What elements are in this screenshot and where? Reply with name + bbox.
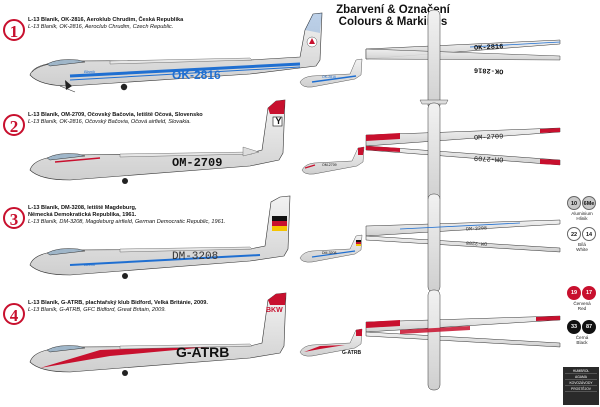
caption-2-cz: L-13 Blaník, OM-2709, Očovský Bačovia, l…: [28, 112, 203, 118]
top-view-4: [365, 289, 561, 391]
nose-label-1: Blaník: [84, 69, 96, 74]
caption-2: L-13 Blaník, OM-2709, Očovský Bačovia, l…: [28, 112, 203, 126]
scheme-number-1: 1: [3, 19, 25, 41]
caption-3-cz: L-13 Blaník, DM-3208, letiště Magdeburg,: [28, 205, 137, 211]
caption-4-en: L-13 Blaník, G-ATRB, GFC Bidford, Great …: [28, 307, 166, 313]
scheme-number-4: 4: [3, 303, 25, 325]
caption-1-en: L-13 Blaník, OK-2816, Aeroclub Chrudim, …: [28, 24, 174, 30]
publisher-line-1: HUMBROL: [565, 369, 597, 374]
caption-3-cz2: Německá Demokratická Republika, 1961.: [28, 212, 137, 218]
legend-chip-red: 19: [567, 286, 581, 300]
sheet-title: Zbarvení & Označení Colours & Markings: [318, 4, 468, 28]
top-view-2: [365, 102, 561, 204]
legend-chip-red-b: 17: [582, 286, 596, 300]
caption-1: L-13 Blaník, OK-2816, Aeroklub Chrudim, …: [28, 17, 183, 31]
caption-4-cz: L-13 Blaník, G-ATRB, plachtařský klub Bi…: [28, 300, 208, 306]
legend-chip-black-b: 87: [582, 320, 596, 334]
small-side-view-3: [299, 234, 363, 263]
small-side-view-4: [299, 328, 363, 357]
legend-chip-aluminium-b: 6Me: [582, 196, 596, 210]
caption-2-en: L-13 Blaník, OK-2816, Očovský Bačovia, O…: [28, 119, 191, 125]
small-reg-2: OM-2709: [322, 163, 337, 167]
scheme-number-2: 2: [3, 114, 25, 136]
publisher-logos: HUMBROL AGAMA KOVOZÁVODY PROSTĚJOV: [563, 367, 599, 405]
glider-4-side-view: [29, 292, 287, 376]
legend-chip-aluminium: 10: [567, 196, 581, 210]
title-czech: Zbarvení & Označení: [336, 4, 450, 16]
publisher-line-3: KOVOZÁVODY: [565, 381, 597, 386]
top-view-1: [365, 9, 561, 111]
title-english: Colours & Markings: [338, 16, 448, 28]
top-view-3-reg-upper: DM-3208: [465, 225, 488, 233]
top-view-3-reg-lower: DM-3208: [465, 239, 488, 247]
glider-3-side-view: [29, 195, 291, 279]
top-view-2-reg-upper: OM-2709: [473, 133, 504, 143]
caption-1-cz: L-13 Blaník, OK-2816, Aeroklub Chrudim, …: [28, 17, 184, 23]
caption-3-en: L-13 Blaník, DM-3208, Magdeburg airfield…: [28, 219, 226, 225]
registration-2: OM-2709: [172, 156, 223, 170]
fin-text-4: BKW: [266, 307, 283, 314]
top-view-1-reg-lower: OK-2816: [473, 65, 504, 75]
small-reg-3: DM-3208: [322, 251, 337, 255]
publisher-line-4: PROSTĚJOV: [565, 387, 597, 392]
small-side-view-2: [301, 146, 365, 175]
nose-label-3: Blaník: [84, 262, 96, 267]
top-view-1-reg-upper: OK-2816: [473, 43, 504, 53]
glider-1-side-view: [29, 12, 323, 93]
fin-letter-2: Y: [275, 116, 282, 126]
small-reg-4: G-ATRB: [342, 350, 362, 356]
registration-1: OK-2816: [172, 68, 221, 82]
registration-3: DM-3208: [172, 251, 219, 263]
small-side-view-1: [299, 58, 363, 88]
scheme-number-3: 3: [3, 207, 25, 229]
registration-4: G-ATRB: [176, 344, 230, 360]
small-reg-1: OK-2816: [322, 75, 337, 79]
top-view-2-reg-lower: OM-2709: [473, 153, 504, 163]
legend-chip-black: 33: [567, 320, 581, 334]
caption-4: L-13 Blaník, G-ATRB, plachtařský klub Bi…: [28, 300, 208, 314]
publisher-line-2: AGAMA: [565, 375, 597, 380]
top-view-3: [365, 193, 561, 293]
legend-chip-white: 22: [567, 227, 581, 241]
caption-3: L-13 Blaník, DM-3208, letiště Magdeburg,…: [28, 205, 225, 226]
glider-2-side-view: [29, 99, 286, 184]
legend-chip-white-b: 14: [582, 227, 596, 241]
